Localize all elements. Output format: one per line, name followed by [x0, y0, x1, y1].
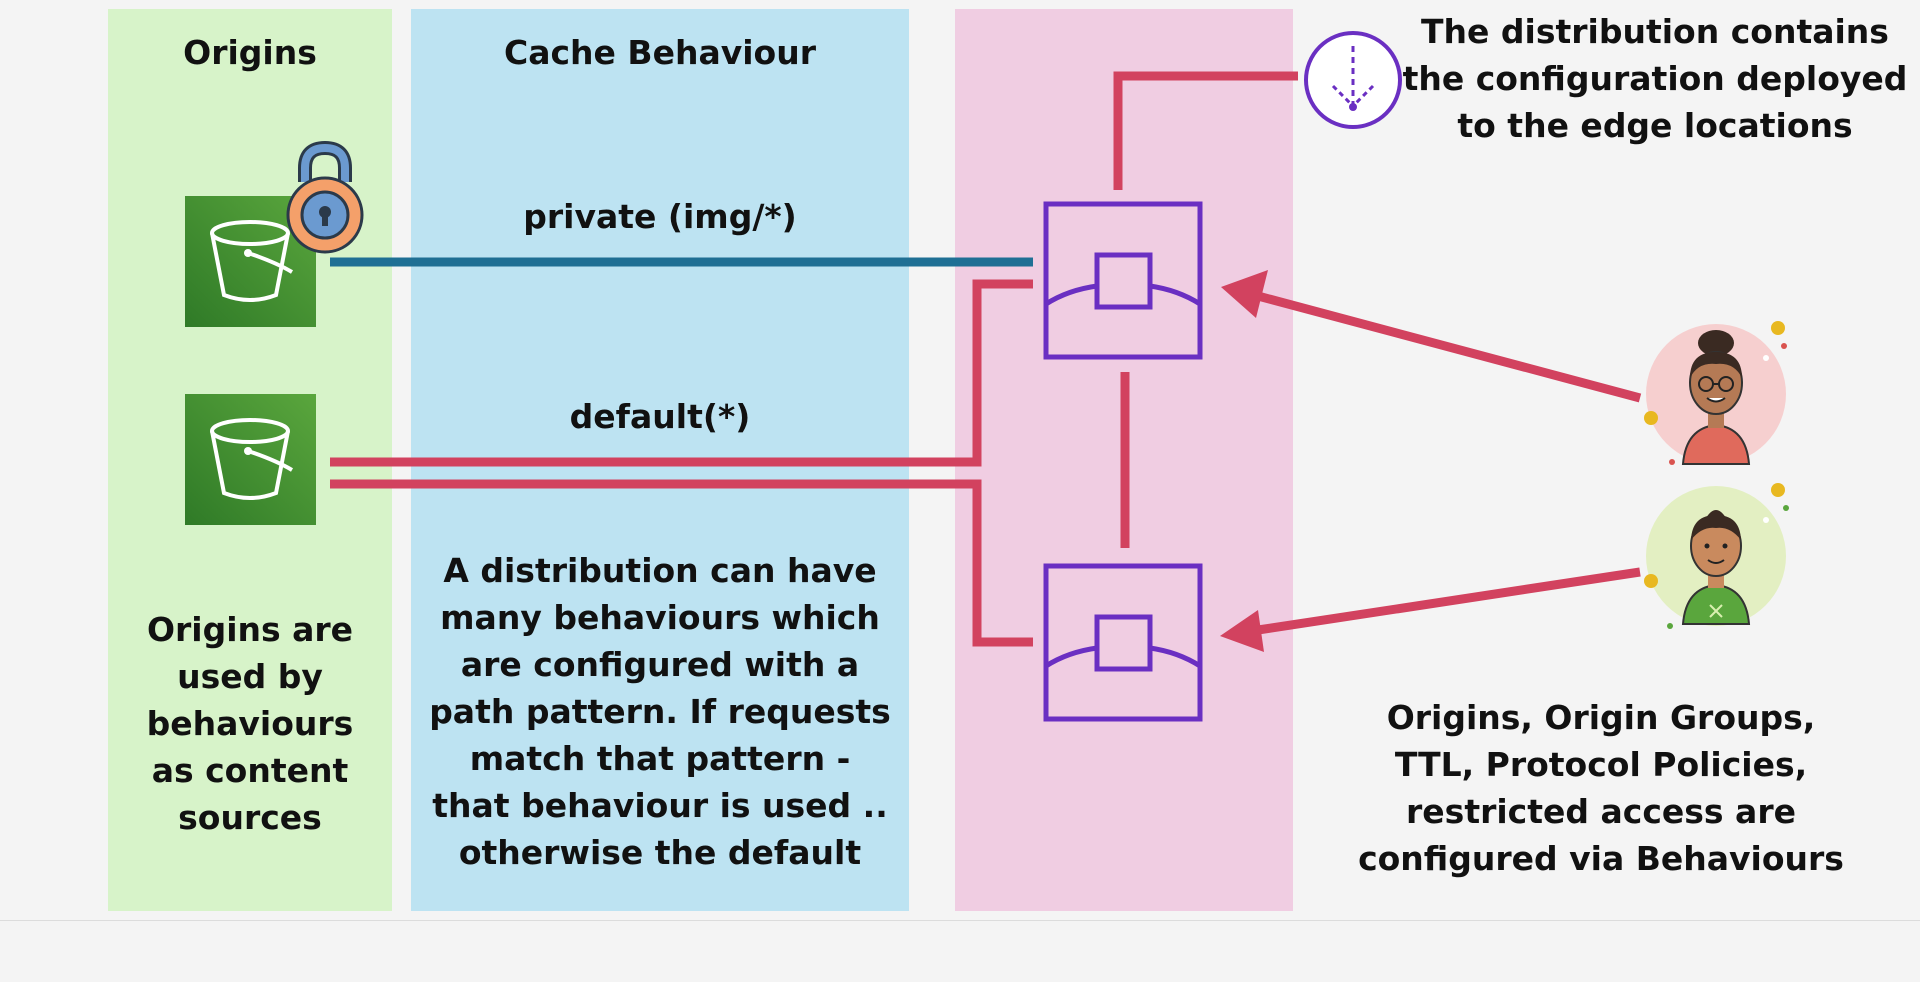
cache-description-line: that behaviour is used ..: [432, 786, 888, 825]
behaviours-note: Origins, Origin Groups, TTL, Protocol Po…: [1340, 694, 1862, 882]
origins-description-line: used by: [177, 657, 323, 696]
distribution-note-line: the configuration deployed: [1402, 59, 1908, 98]
distribution-note: The distribution contains the configurat…: [1395, 8, 1915, 149]
lock-icon: [286, 140, 364, 254]
edge-location-bottom-icon: [1043, 563, 1203, 722]
origins-description-line: Origins are: [146, 610, 354, 649]
distribution-icon: [1304, 31, 1402, 129]
origins-description-line: as content: [151, 751, 349, 790]
behaviours-note-line: restricted access are: [1406, 792, 1796, 831]
default-connector-line-top: [330, 279, 1033, 467]
user-avatar-man: [1644, 483, 1789, 629]
distribution-note-line: The distribution contains: [1421, 12, 1889, 51]
distribution-note-line: to the edge locations: [1457, 106, 1853, 145]
cache-description-line: are configured with a: [460, 645, 860, 684]
user2-arrow: [1220, 567, 1641, 652]
cache-behaviour-title: Cache Behaviour: [504, 33, 816, 72]
default-behaviour-label: default(*): [569, 397, 751, 436]
user1-arrow: [1221, 270, 1642, 403]
behaviours-note-line: Origins, Origin Groups,: [1386, 698, 1816, 737]
cache-description-line: A distribution can have: [443, 551, 877, 590]
origins-description-line: sources: [178, 798, 322, 837]
distribution-link-line: [1113, 71, 1298, 190]
cache-description-line: otherwise the default: [458, 833, 862, 872]
origins-title: Origins: [183, 33, 317, 72]
cache-description-line: path pattern. If requests: [429, 692, 891, 731]
edge-location-top-icon: [1043, 201, 1203, 360]
bucket-default-icon: [185, 394, 316, 525]
cache-behaviour-description: A distribution can have many behaviours …: [411, 547, 909, 876]
user-avatar-woman: [1644, 321, 1787, 465]
behaviours-note-line: TTL, Protocol Policies,: [1394, 745, 1808, 784]
origins-description-line: behaviours: [146, 704, 354, 743]
behaviours-note-line: configured via Behaviours: [1358, 839, 1844, 878]
footer-divider: [0, 920, 1920, 921]
cache-description-line: many behaviours which: [440, 598, 880, 637]
origins-description: Origins are used by behaviours as conten…: [108, 606, 392, 841]
private-behaviour-label: private (img/*): [523, 197, 797, 236]
default-connector-line-bottom: [330, 479, 1033, 647]
cache-description-line: match that pattern -: [469, 739, 851, 778]
